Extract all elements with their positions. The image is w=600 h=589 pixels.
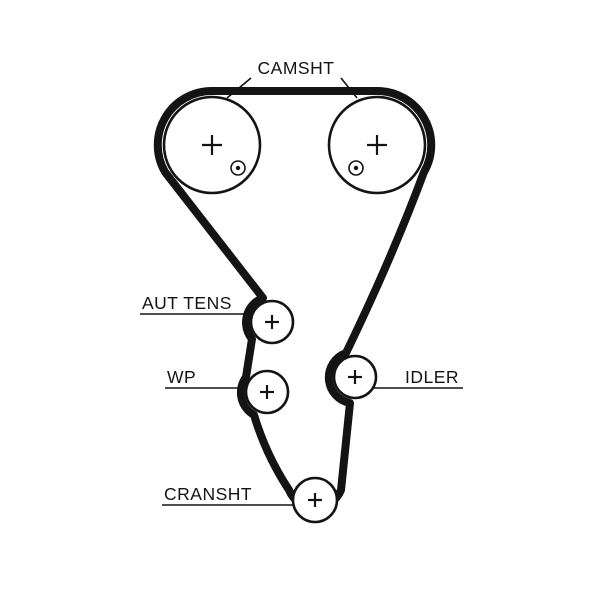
water-pump-label-group: WP xyxy=(165,367,247,389)
water-pump-label: WP xyxy=(167,367,196,387)
camshaft-label: CAMSHT xyxy=(258,58,335,78)
plus-mark-icon xyxy=(308,493,322,507)
idler-label-group: IDLER xyxy=(373,367,463,389)
plus-mark-icon xyxy=(367,135,387,155)
camshaft-label-group: CAMSHT xyxy=(226,58,358,99)
idler-label: IDLER xyxy=(405,367,459,387)
water-pump-pulley xyxy=(244,369,290,415)
plus-mark-icon xyxy=(202,135,222,155)
timing-mark-icon xyxy=(230,160,246,176)
camshaft-pulley-left xyxy=(162,95,262,195)
timing-mark-icon xyxy=(348,160,364,176)
crankshaft-label-group: CRANSHT xyxy=(162,484,294,506)
crankshaft-label: CRANSHT xyxy=(164,484,252,504)
tensioner-pulley xyxy=(249,299,295,345)
plus-mark-icon xyxy=(260,385,274,399)
plus-mark-icon xyxy=(265,315,279,329)
camshaft-pulley-right xyxy=(327,95,427,195)
camshaft-leader-line-left xyxy=(226,77,252,99)
crankshaft-pulley xyxy=(291,476,339,524)
idler-pulley xyxy=(332,354,378,400)
camshaft-leader-line-right xyxy=(340,77,358,99)
tensioner-label: AUT TENS xyxy=(142,293,232,313)
tensioner-label-group: AUT TENS xyxy=(140,293,253,315)
plus-mark-icon xyxy=(348,370,362,384)
